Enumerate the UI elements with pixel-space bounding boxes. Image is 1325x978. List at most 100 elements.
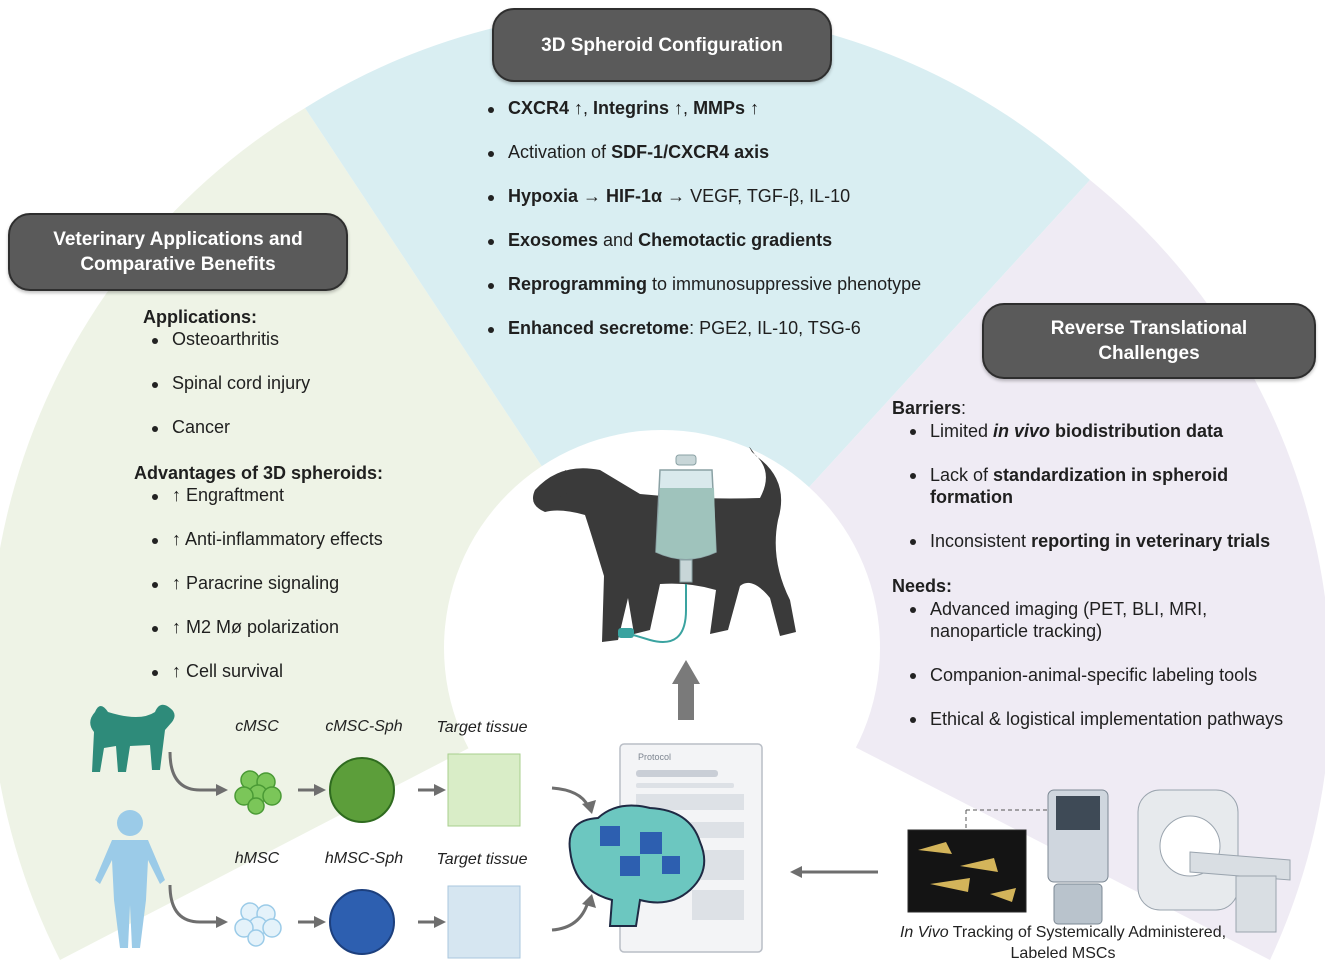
iv-bag-icon	[618, 454, 717, 643]
application-text: Spinal cord injury	[172, 373, 311, 393]
feature-text-segment: Exosomes	[508, 230, 599, 250]
barrier-item: Inconsistent reporting in veterinary tri…	[908, 530, 1288, 552]
canine-silhouette-icon	[90, 704, 175, 772]
microscopy-screen-icon	[907, 829, 1027, 913]
barriers-heading: Barriers:	[892, 398, 966, 419]
right-title-line1: Reverse Translational	[1050, 318, 1248, 339]
caption-italic: In Vivo	[899, 924, 949, 941]
application-item: Cancer	[150, 417, 450, 438]
applications-heading: Applications:	[143, 307, 258, 327]
left-title-line2: Comparative Benefits	[80, 254, 276, 275]
caption-line2: Labeled MSCs	[1010, 945, 1116, 962]
tracking-caption: In Vivo Tracking of Systemically Adminis…	[878, 922, 1248, 964]
need-text: Companion-animal-specific labeling tools	[930, 665, 1258, 685]
need-item: Advanced imaging (PET, BLI, MRI, nanopar…	[908, 598, 1298, 642]
barriers-heading-text: Barriers	[892, 398, 962, 418]
top-sector	[305, 8, 1090, 649]
canine-target-tissue-icon	[447, 753, 521, 827]
feature-text-segment: Activation of	[508, 142, 612, 162]
feature-text-segment: HIF-1α	[606, 186, 663, 206]
barrier-text-segment: in vivo	[993, 421, 1051, 441]
feature-text-segment: to immunosuppressive phenotype	[647, 274, 922, 294]
hmsc-cluster-icon	[234, 902, 282, 947]
feature-text-segment: : PGE2, IL-10, TSG-6	[689, 318, 861, 338]
hmsc-sph-label: hMSC-Sph	[324, 850, 404, 867]
right-section-title: Reverse Translational Challenges	[982, 303, 1316, 379]
need-item: Ethical & logistical implementation path…	[908, 708, 1298, 730]
hmsc-spheroid-icon	[329, 889, 395, 955]
left-sector	[0, 108, 662, 960]
spheroid-feature-item: CXCR4 ↑, Integrins ↑, MMPs ↑	[486, 98, 956, 119]
advantages-list: ↑ Engraftment ↑ Anti-inflammatory effects…	[150, 485, 470, 705]
cmsc-cluster-icon	[234, 770, 282, 815]
advantages-heading: Advantages of 3D spheroids:	[134, 463, 384, 483]
caption-rest: Tracking of Systemically Administered,	[948, 924, 1227, 941]
right-title-line2: Challenges	[1098, 343, 1200, 364]
barrier-text-segment: Limited	[930, 421, 994, 441]
feature-text-segment: Enhanced secretome	[508, 318, 690, 338]
advantage-item: ↑ Cell survival	[150, 661, 470, 682]
barrier-text-segment: Lack of	[930, 465, 994, 485]
cmsc-spheroid-icon	[329, 757, 395, 823]
barrier-item: Limited in vivo biodistribution data	[908, 420, 1288, 442]
spheroid-feature-item: Hypoxia → HIF-1α → VEGF, TGF-β, IL-10	[486, 186, 956, 207]
needs-list: Advanced imaging (PET, BLI, MRI, nanopar…	[908, 598, 1298, 752]
left-title-line1: Veterinary Applications and	[53, 229, 303, 250]
advantage-text: ↑ Engraftment	[172, 485, 285, 505]
mri-scanner-icon	[1137, 789, 1291, 933]
top-title-text: 3D Spheroid Configuration	[541, 34, 783, 56]
cmsc-label: cMSC	[235, 718, 279, 735]
spheroid-feature-item: Exosomes and Chemotactic gradients	[486, 230, 956, 251]
hmsc-label: hMSC	[234, 850, 280, 867]
advantage-text: ↑ Cell survival	[172, 661, 284, 681]
barriers-colon: :	[961, 398, 967, 418]
advantage-item: ↑ M2 Mø polarization	[150, 617, 470, 638]
feature-text-segment: ,	[683, 98, 694, 118]
barrier-text-segment: biodistribution data	[1050, 421, 1224, 441]
feature-text-segment: Chemotactic gradients	[638, 230, 833, 250]
feature-text-segment: SDF-1/CXCR4 axis	[611, 142, 770, 162]
advantage-text: ↑ Paracrine signaling	[172, 573, 340, 593]
advantage-text: ↑ Anti-inflammatory effects	[172, 529, 383, 549]
spheroid-feature-item: Activation of SDF-1/CXCR4 axis	[486, 142, 956, 163]
target-tissue-top-label: Target tissue	[436, 719, 528, 736]
barrier-text-segment: reporting in veterinary trials	[1031, 531, 1271, 551]
feature-text-segment: ,	[583, 98, 594, 118]
application-text: Osteoarthritis	[172, 329, 280, 349]
human-target-tissue-icon	[447, 885, 521, 959]
advantage-item: ↑ Engraftment	[150, 485, 470, 506]
left-section-title: Veterinary Applications and Comparative …	[8, 213, 348, 291]
barrier-text-segment: Inconsistent	[930, 531, 1032, 551]
human-silhouette-icon	[95, 810, 165, 948]
needs-heading: Needs:	[892, 576, 953, 596]
need-text: Ethical & logistical implementation path…	[930, 709, 1284, 729]
spheroid-features-list: CXCR4 ↑, Integrins ↑, MMPs ↑ Activation o…	[486, 98, 956, 362]
top-section-title: 3D Spheroid Configuration	[492, 8, 832, 82]
spheroid-feature-item: Reprogramming to immunosuppressive pheno…	[486, 274, 956, 295]
cmsc-sph-label: cMSC-Sph	[325, 718, 403, 735]
feature-text-segment: → VEGF, TGF-β, IL-10	[662, 186, 851, 206]
feature-text-segment: Hypoxia	[508, 186, 579, 206]
feature-text-segment: MMPs ↑	[693, 98, 760, 118]
barrier-item: Lack of standardization in spheroid form…	[908, 464, 1288, 508]
ultrasound-machine-icon	[1047, 789, 1109, 925]
application-item: Osteoarthritis	[150, 329, 450, 350]
need-item: Companion-animal-specific labeling tools	[908, 664, 1298, 686]
application-item: Spinal cord injury	[150, 373, 450, 394]
feature-text-segment: →	[578, 186, 607, 206]
barrier-text-segment: standardization in spheroid formation	[930, 465, 1229, 507]
up-arrow	[672, 660, 700, 720]
feature-text-segment: Integrins ↑	[593, 98, 684, 118]
advantage-item: ↑ Anti-inflammatory effects	[150, 529, 470, 550]
protocol-label: Protocol	[638, 752, 672, 762]
application-text: Cancer	[172, 417, 231, 437]
advantage-text: ↑ M2 Mø polarization	[172, 617, 340, 637]
need-text: Advanced imaging (PET, BLI, MRI, nanopar…	[930, 599, 1208, 641]
advantage-item: ↑ Paracrine signaling	[150, 573, 470, 594]
brain-puzzle-icon	[568, 804, 706, 927]
feature-text-segment: Reprogramming	[508, 274, 648, 294]
target-tissue-bottom-label: Target tissue	[436, 851, 528, 868]
